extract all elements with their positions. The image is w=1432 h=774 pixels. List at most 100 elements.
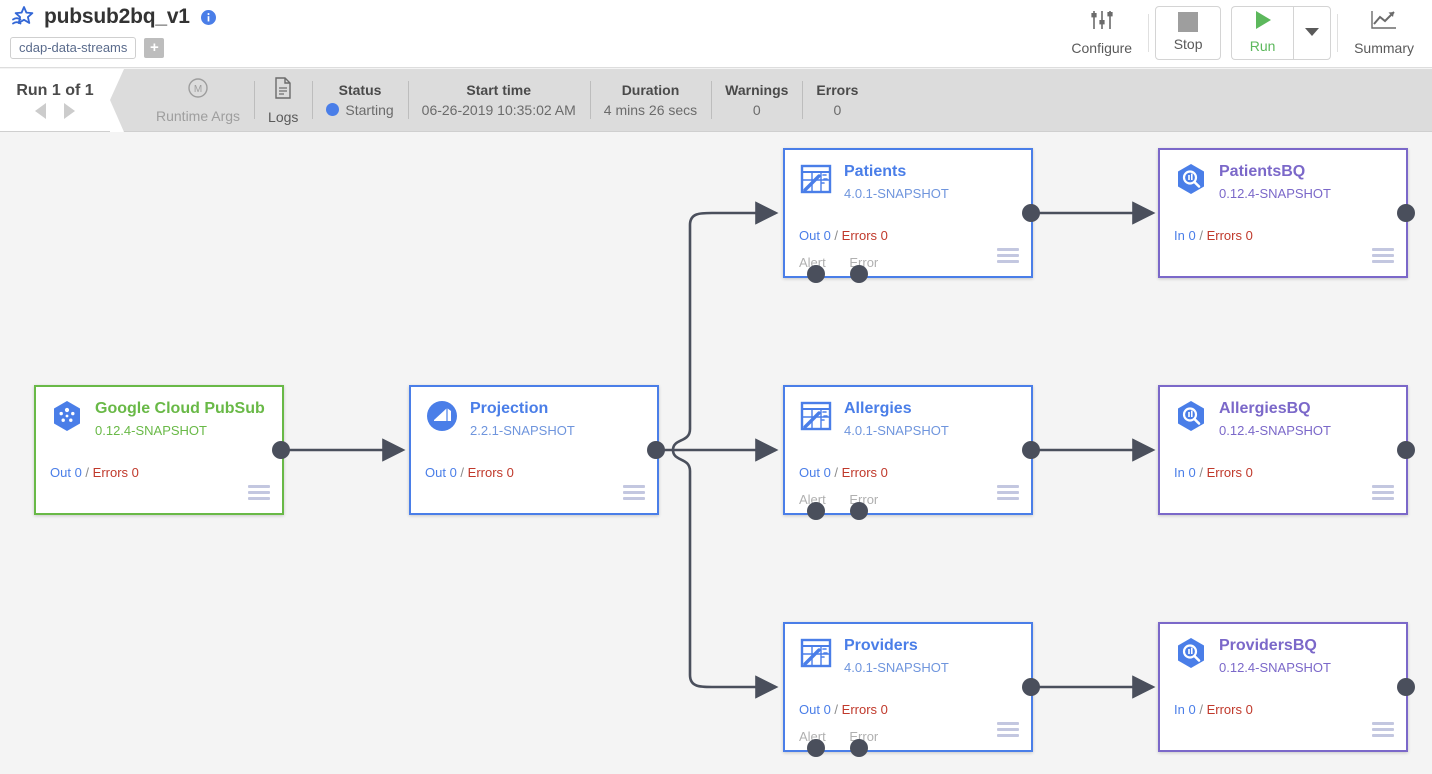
node-metrics: Out 0 / Errors 0 (425, 465, 514, 480)
sliders-icon (1089, 9, 1115, 36)
wrangler-icon (799, 636, 833, 670)
run-button[interactable]: Run (1231, 6, 1294, 60)
page-title: pubsub2bq_v1 (44, 5, 190, 28)
port-out-pubsub[interactable] (272, 441, 290, 459)
node-menu-icon[interactable] (248, 485, 270, 503)
metric-separator: / (834, 702, 839, 717)
metric-separator: / (85, 465, 90, 480)
metric-errors: Errors 0 (841, 465, 888, 480)
pipeline-canvas[interactable]: Google Cloud PubSub 0.12.4-SNAPSHOT Out … (0, 133, 1432, 774)
port-out-allergies[interactable] (1022, 441, 1040, 459)
configure-label: Configure (1071, 39, 1133, 56)
node-menu-icon[interactable] (997, 722, 1019, 740)
bigquery-icon (1174, 399, 1208, 433)
metric-in: In 0 (1174, 465, 1196, 480)
metric-out: Out 0 (799, 702, 831, 717)
node-title: Patients (844, 163, 907, 180)
next-run-arrow-icon[interactable] (64, 102, 75, 119)
toolbar-divider-2 (1337, 14, 1339, 52)
port-out-providersbq[interactable] (1397, 678, 1415, 696)
node-header: Patients 4.0.1-SNAPSHOT (785, 150, 1031, 201)
status-cell: Status Starting (312, 69, 407, 131)
node-title: ProvidersBQ (1219, 637, 1317, 654)
toolbar-divider-1 (1148, 14, 1150, 52)
port-out-patients[interactable] (1022, 204, 1040, 222)
metric-in: In 0 (1174, 228, 1196, 243)
duration-cell: Duration 4 mins 26 secs (589, 69, 711, 131)
node-version: 0.12.4-SNAPSHOT (1219, 660, 1331, 675)
add-tag-button[interactable]: + (144, 38, 165, 58)
errors-cell: Errors 0 (802, 69, 872, 131)
node-header: AllergiesBQ 0.12.4-SNAPSHOT (1160, 387, 1406, 438)
metric-separator: / (834, 465, 839, 480)
svg-text:M: M (194, 84, 202, 95)
node-menu-icon[interactable] (997, 485, 1019, 503)
node-menu-icon[interactable] (997, 248, 1019, 266)
node-menu-icon[interactable] (1372, 485, 1394, 503)
node-allergies[interactable]: Allergies 4.0.1-SNAPSHOT Out 0 / Errors … (783, 385, 1033, 515)
node-title: Google Cloud PubSub (95, 400, 265, 417)
metric-errors: Errors 0 (92, 465, 139, 480)
runtime-args-button[interactable]: M Runtime Args (142, 69, 254, 131)
previous-run-arrow-icon[interactable] (35, 102, 46, 119)
node-header: ProvidersBQ 0.12.4-SNAPSHOT (1160, 624, 1406, 675)
port-out-providers[interactable] (1022, 678, 1040, 696)
summary-label: Summary (1354, 39, 1414, 56)
port-alert-patients[interactable] (807, 265, 825, 283)
metric-in: In 0 (1174, 702, 1196, 717)
metric-out: Out 0 (799, 228, 831, 243)
port-out-allergiesbq[interactable] (1397, 441, 1415, 459)
node-providersbq[interactable]: ProvidersBQ 0.12.4-SNAPSHOT In 0 / Error… (1158, 622, 1408, 752)
node-header: Projection 2.2.1-SNAPSHOT (411, 387, 657, 438)
metric-errors: Errors 0 (841, 228, 888, 243)
port-out-projection[interactable] (647, 441, 665, 459)
port-out-patientsbq[interactable] (1397, 204, 1415, 222)
metric-out: Out 0 (50, 465, 82, 480)
node-providers[interactable]: Providers 4.0.1-SNAPSHOT Out 0 / Errors … (783, 622, 1033, 752)
chevron-down-icon (1304, 24, 1320, 42)
node-header: Providers 4.0.1-SNAPSHOT (785, 624, 1031, 675)
metric-separator: / (834, 228, 839, 243)
start-time-header: Start time (466, 82, 531, 98)
node-title: PatientsBQ (1219, 163, 1306, 180)
run-counter-label: Run 1 of 1 (16, 81, 94, 99)
node-menu-icon[interactable] (1372, 248, 1394, 266)
info-icon[interactable] (200, 9, 216, 25)
node-allergiesbq[interactable]: AllergiesBQ 0.12.4-SNAPSHOT In 0 / Error… (1158, 385, 1408, 515)
node-menu-icon[interactable] (1372, 722, 1394, 740)
pipeline-tag[interactable]: cdap-data-streams (10, 37, 137, 59)
node-header: Google Cloud PubSub 0.12.4-SNAPSHOT (36, 387, 282, 438)
logs-label: Logs (268, 108, 299, 125)
node-menu-icon[interactable] (623, 485, 645, 503)
google-cloud-pubsub-icon (50, 399, 84, 433)
port-alert-allergies[interactable] (807, 502, 825, 520)
node-version: 4.0.1-SNAPSHOT (844, 423, 949, 438)
bigquery-icon (1174, 636, 1208, 670)
node-metrics: Out 0 / Errors 0 (799, 465, 888, 480)
chart-trend-icon (1370, 9, 1398, 36)
node-header: PatientsBQ 0.12.4-SNAPSHOT (1160, 150, 1406, 201)
status-badge: Starting (326, 102, 394, 118)
port-error-providers[interactable] (850, 739, 868, 757)
node-patientsbq[interactable]: PatientsBQ 0.12.4-SNAPSHOT In 0 / Errors… (1158, 148, 1408, 278)
node-header: Allergies 4.0.1-SNAPSHOT (785, 387, 1031, 438)
macro-icon: M (187, 77, 209, 104)
node-google-cloud-pubsub[interactable]: Google Cloud PubSub 0.12.4-SNAPSHOT Out … (34, 385, 284, 515)
port-error-allergies[interactable] (850, 502, 868, 520)
stop-label: Stop (1173, 36, 1203, 52)
status-dot-icon (326, 103, 340, 116)
runtime-args-label: Runtime Args (156, 107, 241, 124)
port-error-patients[interactable] (850, 265, 868, 283)
node-patients[interactable]: Patients 4.0.1-SNAPSHOT Out 0 / Errors 0… (783, 148, 1033, 278)
summary-button[interactable]: Summary (1344, 4, 1424, 62)
logs-button[interactable]: Logs (254, 69, 312, 131)
node-projection[interactable]: Projection 2.2.1-SNAPSHOT Out 0 / Errors… (409, 385, 659, 515)
metric-errors: Errors 0 (1206, 702, 1253, 717)
run-options-button[interactable] (1293, 6, 1332, 60)
warnings-cell: Warnings 0 (711, 69, 802, 131)
tag-row: cdap-data-streams + (10, 37, 165, 59)
stop-button[interactable]: Stop (1155, 6, 1222, 60)
port-alert-providers[interactable] (807, 739, 825, 757)
run-nav-group (35, 102, 75, 119)
configure-button[interactable]: Configure (1061, 4, 1142, 62)
